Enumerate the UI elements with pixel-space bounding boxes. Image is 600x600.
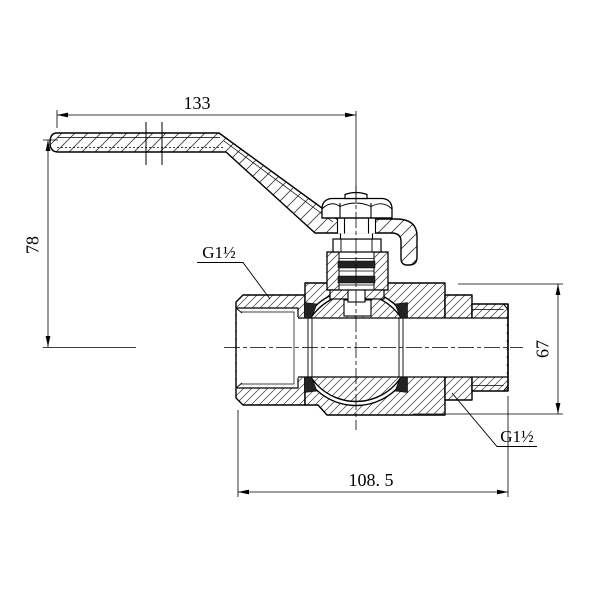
ext-lines [56, 110, 357, 196]
packing-nut [332, 238, 382, 253]
arrow-bottom [555, 403, 561, 414]
female-thread-cavity [237, 307, 299, 389]
ext-lines [43, 139, 136, 348]
handle-outline [49, 132, 418, 266]
thread-label-right-text: G1½ [500, 427, 534, 446]
dimension-108-5: 108. 5 [237, 396, 509, 497]
packing-ring-lower [337, 275, 376, 284]
seat-top-right [394, 302, 408, 319]
dimension-78-text: 78 [23, 236, 43, 254]
dimension-133: 133 [56, 93, 357, 196]
seat-bottom-left [304, 376, 318, 393]
arrow-left [57, 112, 68, 118]
dimension-67: 67 [413, 283, 563, 415]
seat-rings [304, 302, 408, 393]
arrow-top [45, 140, 51, 151]
stem-upper [339, 232, 374, 240]
dimension-78: 78 [23, 139, 136, 348]
thread-label-left: G1½ [197, 243, 271, 300]
leader-line [197, 262, 271, 300]
seat-top-left [304, 302, 318, 319]
ext-lines [413, 283, 563, 415]
arrow-left [238, 489, 249, 495]
arrow-bottom [45, 336, 51, 347]
arrow-right [497, 489, 508, 495]
seat-bottom-right [394, 376, 408, 393]
center-lines [224, 186, 523, 430]
handle-break-lines [145, 122, 163, 165]
stem-nut [321, 191, 393, 234]
stem-gland [326, 232, 389, 317]
lever-handle [49, 132, 418, 266]
packing-ring-upper [337, 260, 376, 269]
arrow-right [345, 112, 356, 118]
stem-neck [347, 289, 366, 303]
valve-body [235, 282, 509, 416]
male-thread-root [472, 309, 504, 386]
arrow-top [555, 284, 561, 295]
leader-line [451, 392, 537, 447]
hex-nut [321, 197, 393, 219]
thread-label-right: G1½ [451, 392, 537, 447]
dimension-133-text: 133 [184, 93, 211, 113]
female-thread-root [241, 311, 295, 385]
dimension-67-text: 67 [533, 340, 553, 358]
thread-label-left-text: G1½ [202, 243, 236, 262]
dimension-108-5-text: 108. 5 [349, 470, 394, 490]
